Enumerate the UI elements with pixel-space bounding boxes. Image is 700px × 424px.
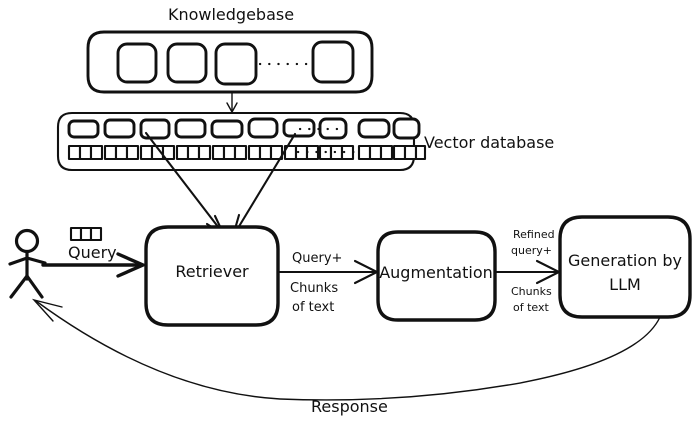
chunks-right-label-1: Chunks <box>511 285 552 298</box>
vdb-subcell-group <box>211 144 248 161</box>
query-label: Query <box>68 243 117 262</box>
augmentation-label: Augmentation <box>379 263 493 282</box>
vdb-subcell-group <box>247 144 284 161</box>
vdb-subcell-group <box>392 144 427 161</box>
generation-label-line2: LLM <box>609 275 641 294</box>
generation-node[interactable]: Generation by LLM <box>558 215 692 319</box>
response-label: Response <box>311 397 388 416</box>
vdb-subcell-group <box>175 144 212 161</box>
kb-to-vdb-arrow <box>226 91 238 114</box>
vdb-subcell-group <box>67 144 104 161</box>
vector-database-label: Vector database <box>424 133 554 152</box>
query-vector-cells-icon <box>69 226 103 242</box>
actor-stick-figure-icon <box>8 228 47 299</box>
vdb-subcell-group <box>283 144 320 161</box>
query-plus-label: Query+ <box>292 251 342 266</box>
chunks-right-label-2: of text <box>513 301 549 314</box>
response-arrow <box>31 298 661 401</box>
knowledgebase-label: Knowledgebase <box>168 5 294 24</box>
refined-query-label-1: Refined <box>513 228 555 241</box>
query-arrow <box>41 252 148 278</box>
augmentation-to-generation-arrow <box>493 259 562 285</box>
retriever-node[interactable]: Retriever <box>144 225 280 327</box>
generation-label-line1: Generation by <box>568 251 682 270</box>
augmentation-node[interactable]: Augmentation <box>376 230 497 322</box>
vdb-subcell-group <box>103 144 140 161</box>
vdb-subcell-group <box>139 144 176 161</box>
vector-database-cells <box>67 117 427 161</box>
chunks-of-text-label-1: Chunks <box>290 281 338 296</box>
vdb-subcell-group <box>357 144 394 161</box>
chunks-of-text-label-2: of text <box>292 300 334 315</box>
refined-query-label-2: query+ <box>511 244 552 257</box>
retriever-label: Retriever <box>175 262 249 281</box>
knowledgebase-documents <box>116 40 355 86</box>
